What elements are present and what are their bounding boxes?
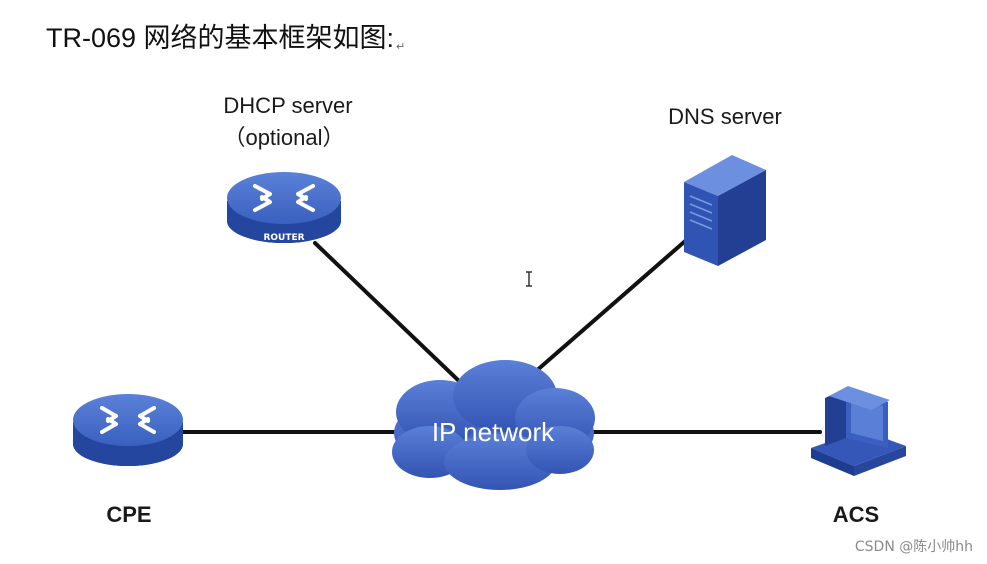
link-dns-network bbox=[525, 220, 709, 381]
watermark: CSDN @陈小帅hh bbox=[854, 539, 973, 555]
dhcp-router-icon: ROUTER bbox=[227, 172, 341, 243]
text-cursor-icon bbox=[526, 271, 532, 287]
cpe-switch-icon bbox=[73, 394, 183, 466]
title-text: TR-069 网络的基本框架如图: bbox=[46, 23, 395, 53]
link-dhcp-network bbox=[313, 241, 462, 384]
dns-label: DNS server bbox=[668, 104, 782, 129]
dhcp-label: DHCP server bbox=[223, 93, 352, 118]
dhcp-sublabel: （optional） bbox=[223, 125, 344, 150]
page-title: TR-069 网络的基本框架如图:↵ bbox=[46, 18, 405, 58]
acs-label: ACS bbox=[833, 502, 879, 527]
return-mark-icon: ↵ bbox=[396, 41, 406, 53]
acs-computer-icon bbox=[811, 386, 906, 476]
dns-server-icon bbox=[684, 155, 766, 266]
network-label: IP network bbox=[432, 417, 555, 447]
ip-network-cloud: IP network bbox=[392, 360, 595, 490]
links bbox=[176, 220, 822, 434]
cpe-label: CPE bbox=[106, 502, 151, 527]
router-text: ROUTER bbox=[263, 233, 304, 243]
